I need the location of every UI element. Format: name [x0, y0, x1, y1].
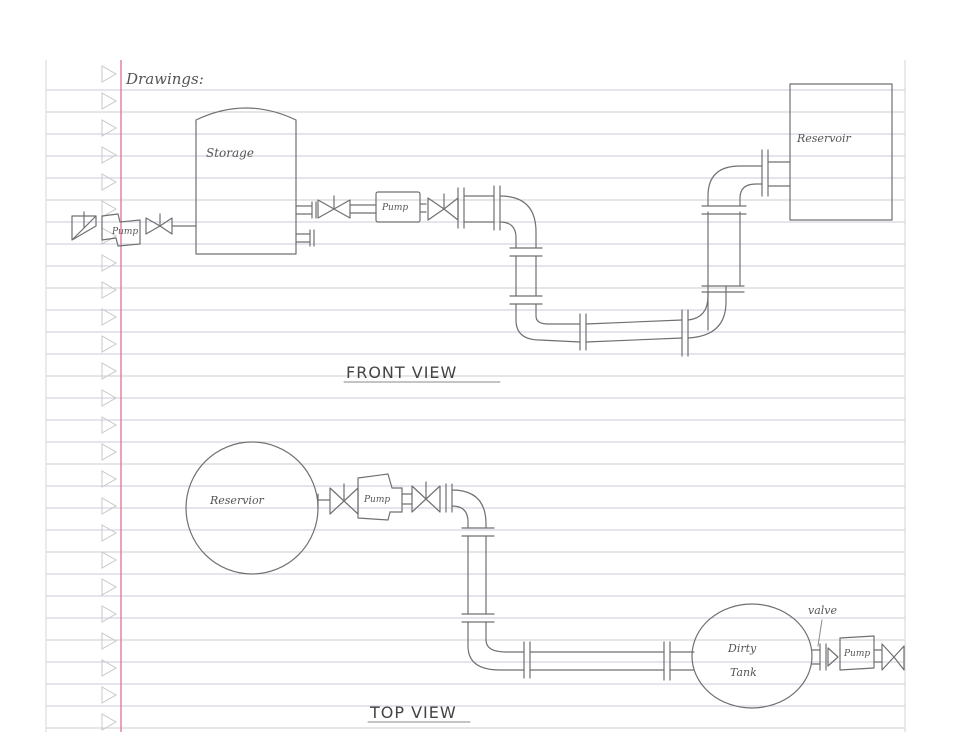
dirty-tank-label-line1: Dirty: [727, 642, 757, 655]
storage-tank: Storage: [195, 107, 297, 255]
top-pipe-run: [445, 483, 695, 681]
top-pump: Pump: [357, 473, 403, 521]
front-view-title: FRONT VIEW: [346, 363, 457, 382]
front-left-pump-label: Pump: [111, 227, 138, 237]
front-view: Pump Storage Pump: [71, 83, 893, 383]
front-reservoir: Reservoir: [789, 83, 893, 221]
top-view: Reservior Pump: [185, 441, 905, 723]
front-valve-2: [427, 193, 459, 221]
top-right-pump-label: Pump: [843, 649, 870, 659]
front-reservoir-label: Reservoir: [796, 132, 852, 145]
binder-triangle: [101, 524, 118, 542]
storage-tank-label: Storage: [206, 146, 254, 160]
front-pump-label: Pump: [381, 203, 408, 213]
binder-triangle: [101, 146, 118, 164]
top-valve-1: [317, 483, 359, 515]
front-pipe-run: [457, 149, 791, 357]
binder-triangle: [101, 173, 118, 191]
top-pump-label: Pump: [363, 495, 390, 505]
binder-triangle: [101, 686, 118, 704]
binder-triangle: [101, 65, 118, 83]
front-valve-1: [317, 195, 377, 219]
binder-triangle: [101, 443, 118, 461]
binder-triangle: [101, 605, 118, 623]
storage-outlet-upper: [295, 201, 317, 219]
top-valve-2: [401, 481, 441, 513]
front-left-valve-1: [71, 211, 97, 241]
top-reservoir-label: Reservior: [209, 494, 265, 507]
binder-triangle: [101, 632, 118, 650]
ruled-lines: [46, 89, 905, 729]
binder-triangle: [101, 119, 118, 137]
binder-triangle: [101, 713, 118, 731]
binder-triangle: [101, 362, 118, 380]
dirty-tank-label-line2: Tank: [730, 666, 757, 679]
dirty-tank: Dirty Tank: [691, 603, 813, 709]
binder-triangle: [101, 281, 118, 299]
binder-triangle: [101, 497, 118, 515]
binder-triangle: [101, 551, 118, 569]
heading-drawings: Drawings:: [125, 70, 204, 88]
binder-triangle: [101, 335, 118, 353]
binder-triangle: [101, 308, 118, 326]
binder-triangle: [101, 416, 118, 434]
front-left-valve-2: [145, 213, 197, 235]
binder-triangles: [101, 65, 118, 731]
top-right-assembly: valve Pump: [808, 604, 905, 671]
binder-triangle: [101, 389, 118, 407]
front-left-pump: Pump: [101, 213, 141, 247]
top-valve-label: valve: [808, 604, 838, 617]
binder-triangle: [101, 659, 118, 677]
top-view-title: TOP VIEW: [369, 703, 457, 722]
binder-triangle: [101, 254, 118, 272]
binder-triangle: [101, 200, 118, 218]
binder-triangle: [101, 92, 118, 110]
binder-triangle: [101, 578, 118, 596]
binder-triangle: [101, 470, 118, 488]
storage-outlet-lower: [295, 229, 315, 247]
front-pump: Pump: [375, 191, 427, 223]
